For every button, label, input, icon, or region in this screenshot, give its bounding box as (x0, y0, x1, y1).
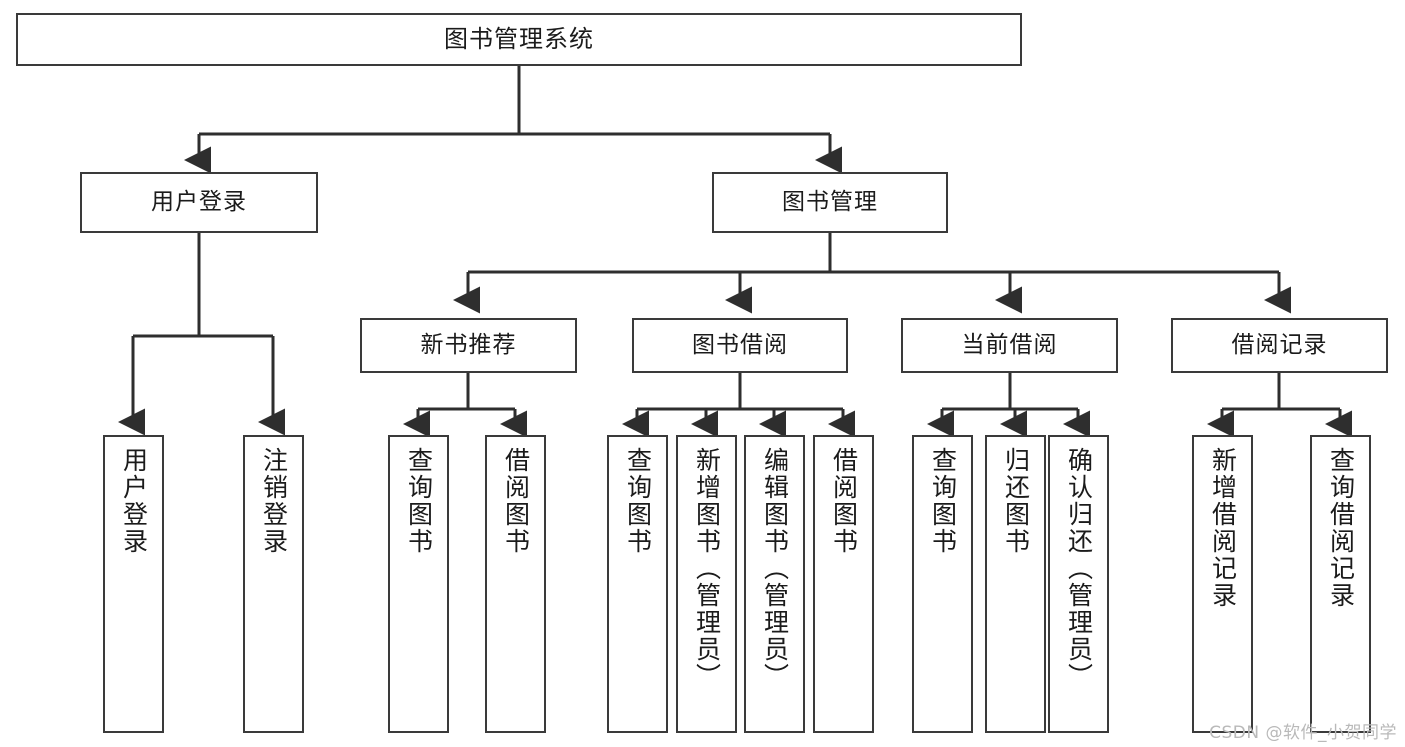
node-book-borrow-label: 图书借阅 (692, 331, 788, 358)
node-user-login-label: 用户登录 (151, 188, 247, 215)
node-current-borrow-label: 当前借阅 (961, 331, 1058, 358)
leaf-query-book-1[interactable]: 查询图书 (388, 435, 449, 733)
leaf-borrow-book-2[interactable]: 借阅图书 (813, 435, 874, 733)
node-book-borrow[interactable]: 图书借阅 (632, 318, 848, 373)
leaf-edit-book-label: 编辑图书（管理员） (760, 447, 790, 690)
node-book-management[interactable]: 图书管理 (712, 172, 948, 233)
leaf-add-book[interactable]: 新增图书（管理员） (676, 435, 737, 733)
leaf-logout-login[interactable]: 注销登录 (243, 435, 304, 733)
node-new-book-recommend[interactable]: 新书推荐 (360, 318, 577, 373)
leaf-borrow-book-1-label: 借阅图书 (501, 447, 531, 555)
leaf-query-book-2[interactable]: 查询图书 (607, 435, 668, 733)
leaf-confirm-return-label: 确认归还（管理员） (1064, 447, 1094, 690)
leaf-query-book-2-label: 查询图书 (623, 447, 653, 555)
node-borrow-record[interactable]: 借阅记录 (1171, 318, 1388, 373)
leaf-query-book-3-label: 查询图书 (928, 447, 958, 555)
leaf-return-book[interactable]: 归还图书 (985, 435, 1046, 733)
leaf-query-book-3[interactable]: 查询图书 (912, 435, 973, 733)
leaf-query-record[interactable]: 查询借阅记录 (1310, 435, 1371, 733)
watermark: CSDN @软件_小贺同学 (1209, 723, 1397, 743)
leaf-add-record-label: 新增借阅记录 (1208, 447, 1238, 609)
leaf-query-record-label: 查询借阅记录 (1326, 447, 1356, 609)
leaf-confirm-return[interactable]: 确认归还（管理员） (1048, 435, 1109, 733)
leaf-edit-book[interactable]: 编辑图书（管理员） (744, 435, 805, 733)
leaf-borrow-book-1[interactable]: 借阅图书 (485, 435, 546, 733)
leaf-query-book-1-label: 查询图书 (404, 447, 434, 555)
leaf-borrow-book-2-label: 借阅图书 (829, 447, 859, 555)
node-root[interactable]: 图书管理系统 (16, 13, 1022, 66)
node-borrow-record-label: 借阅记录 (1231, 331, 1328, 358)
leaf-add-book-label: 新增图书（管理员） (692, 447, 722, 690)
node-current-borrow[interactable]: 当前借阅 (901, 318, 1118, 373)
leaf-user-login[interactable]: 用户登录 (103, 435, 164, 733)
leaf-return-book-label: 归还图书 (1001, 447, 1031, 555)
leaf-logout-login-label: 注销登录 (259, 447, 289, 555)
leaf-user-login-label: 用户登录 (119, 447, 149, 555)
node-new-book-recommend-label: 新书推荐 (420, 331, 517, 358)
leaf-add-record[interactable]: 新增借阅记录 (1192, 435, 1253, 733)
node-root-label: 图书管理系统 (444, 25, 594, 54)
node-book-management-label: 图书管理 (782, 188, 878, 215)
node-user-login[interactable]: 用户登录 (80, 172, 318, 233)
